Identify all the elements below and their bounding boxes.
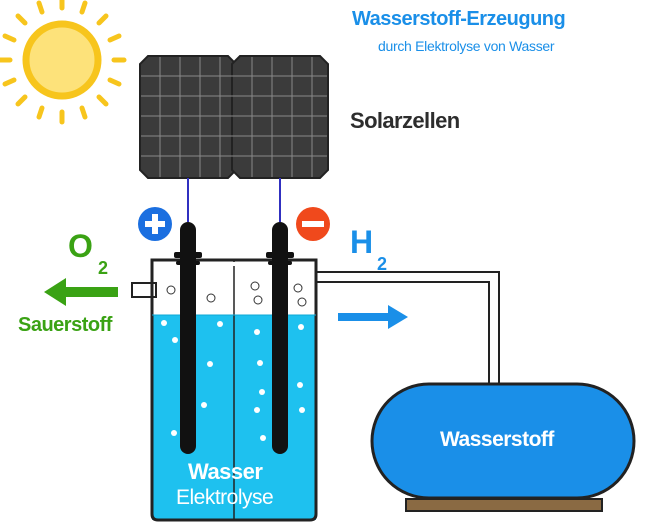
hydrogen-symbol: H	[350, 224, 374, 260]
vessel-label-electrolysis: Elektrolyse	[176, 486, 274, 509]
vessel-label-water: Wasser	[188, 459, 263, 484]
water-bubbles	[161, 320, 305, 441]
oxygen-symbol: O	[68, 228, 93, 264]
positive-electrode	[174, 222, 202, 454]
hydrogen-subscript: 2	[377, 254, 388, 274]
hydrogen-pipe	[316, 271, 500, 384]
hydrogen-tank-label: Wasserstoff	[440, 428, 554, 451]
sun-icon	[0, 0, 127, 125]
electrolysis-vessel	[150, 258, 318, 522]
gas-bubbles	[166, 281, 307, 307]
diagram-title: Wasserstoff-Erzeugung	[352, 8, 566, 30]
hydrogen-tank	[370, 382, 636, 500]
plus-sign-icon	[138, 207, 172, 241]
oxygen-outlet-pipe	[131, 282, 157, 298]
negative-electrode	[266, 222, 294, 454]
solar-panel-icon	[139, 55, 329, 179]
oxygen-subscript: 2	[98, 258, 109, 278]
tank-stand	[405, 498, 603, 512]
diagram-subtitle: durch Elektrolyse von Wasser	[378, 38, 555, 54]
arrow-right-icon	[338, 305, 408, 329]
solar-cells-label: Solarzellen	[350, 108, 460, 133]
minus-sign-icon	[296, 207, 330, 241]
oxygen-label: Sauerstoff	[18, 314, 112, 336]
arrow-left-icon	[44, 278, 118, 306]
